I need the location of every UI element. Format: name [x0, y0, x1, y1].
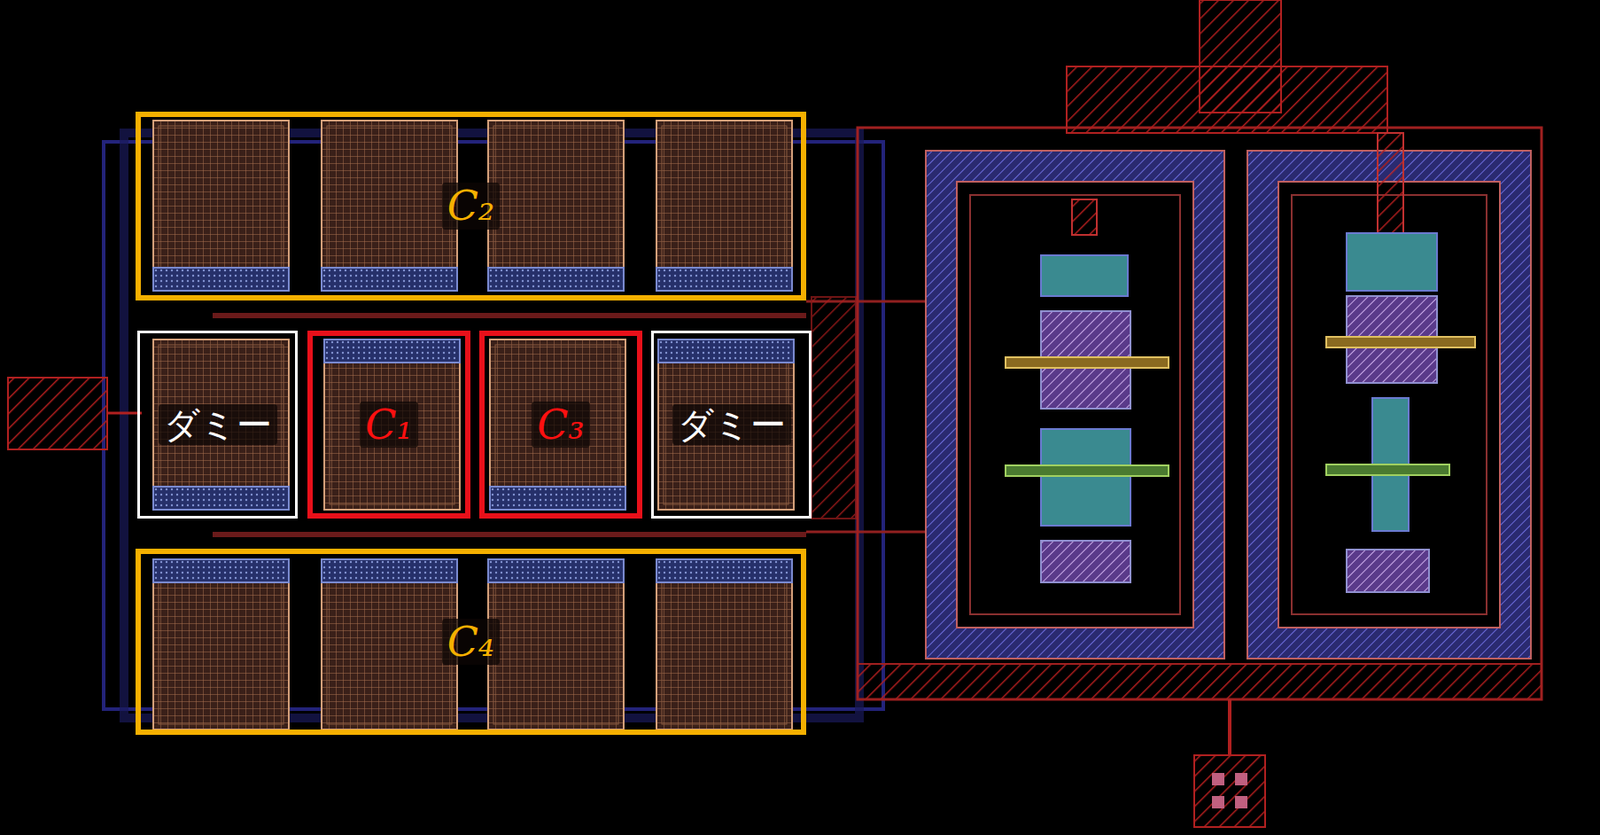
capacitor-cells — [656, 559, 793, 583]
capacitor-cells — [488, 267, 624, 291]
capacitor-cells — [488, 559, 624, 583]
capacitor-label: C₃ — [531, 401, 591, 449]
transistor-left — [925, 150, 1225, 659]
transistor-wiring — [1234, 795, 1248, 808]
routing-frame — [106, 411, 142, 415]
transistor-wiring — [1194, 754, 1266, 827]
capacitor-cells — [656, 267, 793, 291]
capacitor-cell: C₁ — [307, 330, 471, 519]
capacitor-label: C₂ — [442, 182, 501, 230]
transistor-wiring — [857, 663, 1542, 700]
transistor-left — [956, 181, 1194, 628]
routing-frame — [806, 530, 926, 534]
transistor-left — [970, 194, 1181, 614]
transistor-right — [1377, 132, 1404, 235]
transistor-right — [1247, 132, 1531, 659]
transistor-wiring — [1211, 772, 1225, 785]
routing-frame — [212, 312, 807, 319]
transistor-left — [1040, 255, 1128, 296]
capacitor-cells — [658, 339, 794, 363]
transistor-wiring — [857, 127, 1542, 700]
capacitor-cells — [658, 339, 794, 510]
transistor-wiring — [857, 0, 1542, 827]
capacitor-group: C₄ — [135, 548, 807, 735]
capacitor-cells — [153, 120, 289, 291]
transistor-wiring — [1211, 795, 1225, 808]
capacitor-label: C₁ — [359, 401, 419, 449]
transistor-left — [925, 150, 1225, 659]
transistor-right — [1346, 233, 1437, 291]
dummy-cell: ダミー — [137, 330, 298, 519]
capacitor-cells — [153, 120, 794, 730]
transistor-right — [1278, 181, 1500, 628]
transistor-wiring — [1066, 66, 1388, 133]
capacitor-cells — [656, 120, 793, 291]
capacitor-cells — [153, 486, 289, 510]
transistor-right — [1346, 549, 1430, 592]
capacitor-cells — [321, 559, 458, 583]
capacitor-cells — [489, 339, 626, 510]
transistor-left — [1040, 540, 1131, 583]
transistor-left — [1005, 357, 1169, 368]
transistor-right — [1326, 336, 1476, 348]
dummy-cell: ダミー — [651, 330, 812, 519]
routing-frame — [811, 296, 856, 519]
capacitor-cells — [321, 559, 458, 730]
transistor-right — [1326, 464, 1450, 475]
capacitor-cells — [488, 559, 624, 730]
dummy-label: ダミー — [158, 403, 278, 445]
capacitor-cell: C₃ — [479, 330, 643, 519]
capacitor-cells — [321, 267, 458, 291]
capacitor-cells — [153, 559, 289, 730]
capacitor-cells — [656, 559, 793, 730]
transistor-wiring — [1234, 772, 1248, 785]
capacitor-cells — [321, 120, 458, 291]
transistor-right — [1291, 194, 1487, 614]
routing-frame — [7, 377, 108, 450]
capacitor-group: C₂ — [135, 111, 807, 301]
capacitor-label: C₄ — [442, 618, 501, 666]
capacitor-cells — [489, 486, 626, 510]
dummy-label: ダミー — [672, 403, 792, 445]
capacitor-cells — [153, 339, 289, 510]
transistor-left — [1040, 428, 1131, 526]
capacitor-cells — [153, 559, 289, 583]
capacitor-cells — [324, 339, 460, 510]
capacitor-cells — [324, 339, 460, 363]
capacitor-cells — [153, 267, 289, 291]
transistor-wiring — [1227, 699, 1232, 755]
capacitor-cells — [488, 120, 624, 291]
transistor-left — [1071, 199, 1097, 235]
transistor-left — [1005, 465, 1169, 476]
routing-frame — [212, 531, 807, 537]
